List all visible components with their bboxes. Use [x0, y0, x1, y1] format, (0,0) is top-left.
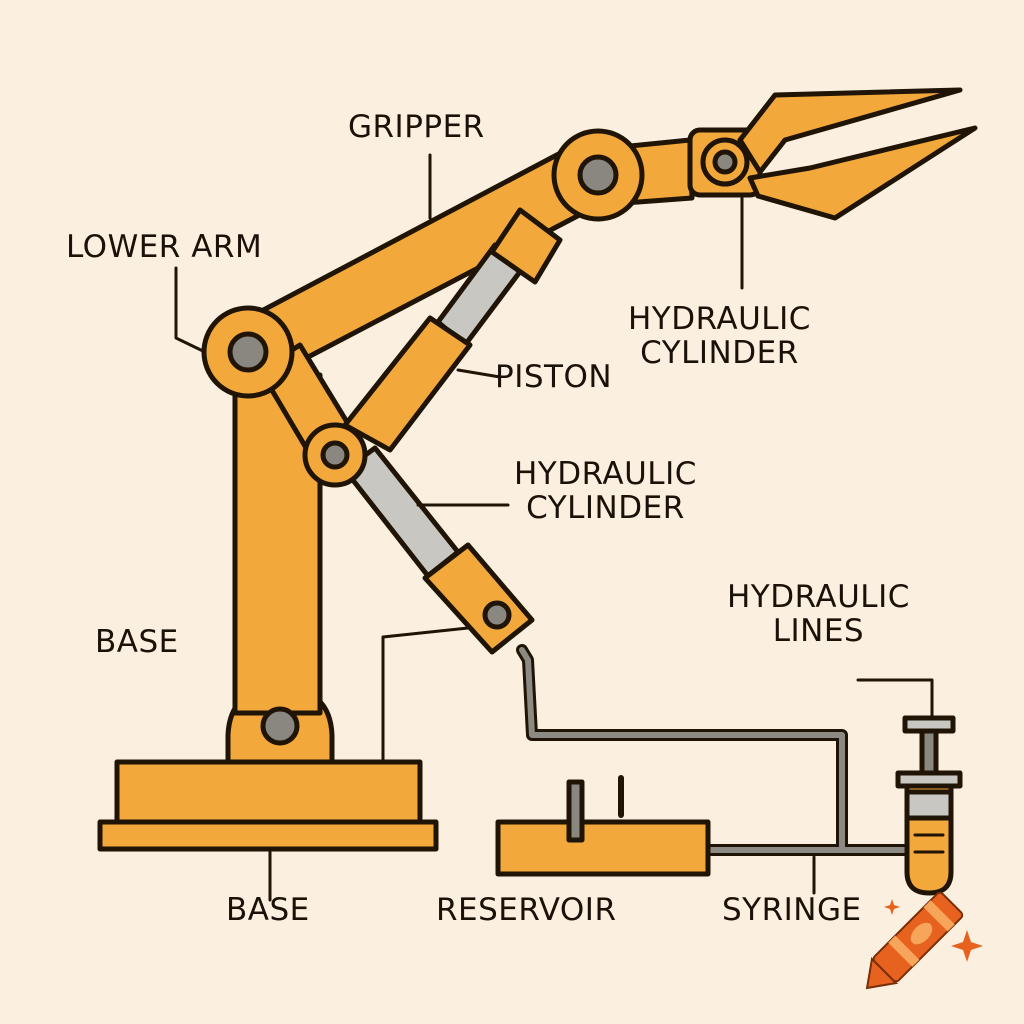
leader-piston [456, 368, 502, 379]
label-hydraulic-cylinder-top: HYDRAULIC CYLINDER [628, 302, 811, 370]
label-hydraulic-lines-line2: LINES [772, 613, 865, 649]
label-base-bottom: BASE [226, 892, 310, 928]
label-hydraulic-lines: HYDRAULIC LINES [727, 580, 910, 648]
label-hydraulic-cylinder-mid-line2: CYLINDER [526, 490, 685, 526]
label-hydraulic-lines-line1: HYDRAULIC [727, 579, 910, 615]
base-plate [97, 819, 439, 852]
reservoir-tank [495, 819, 711, 877]
crayon-logo-icon [865, 891, 964, 990]
reservoir-probe [566, 779, 585, 843]
sparkle-icon [951, 930, 983, 962]
label-gripper: GRIPPER [348, 109, 485, 145]
sparkle-icon-small [884, 899, 900, 915]
base-platform [114, 759, 423, 827]
upper-piston-sleeve [342, 315, 473, 453]
cylinder-end-pin [482, 600, 512, 630]
label-lower-arm: LOWER ARM [66, 229, 263, 265]
label-piston: PISTON [495, 359, 613, 395]
syringe-plunger [919, 728, 939, 778]
label-hydraulic-cylinder-mid-line1: HYDRAULIC [514, 456, 697, 492]
gripper-jaw-lower [747, 125, 978, 221]
upper-piston-head [489, 207, 563, 285]
leader-hydraulic-lines [856, 678, 934, 720]
leader-lower-arm [174, 266, 207, 354]
label-reservoir: RESERVOIR [436, 892, 617, 928]
label-hydraulic-cylinder-top-line2: CYLINDER [640, 335, 799, 371]
label-base-side: BASE [95, 624, 179, 660]
label-hydraulic-cylinder-top-line1: HYDRAULIC [628, 301, 811, 337]
leader-cylinder-base [381, 626, 470, 764]
label-syringe: SYRINGE [722, 892, 862, 928]
label-hydraulic-cylinder-mid: HYDRAULIC CYLINDER [514, 457, 697, 525]
gripper-jaw-upper [737, 87, 963, 175]
base-joint [260, 706, 300, 746]
